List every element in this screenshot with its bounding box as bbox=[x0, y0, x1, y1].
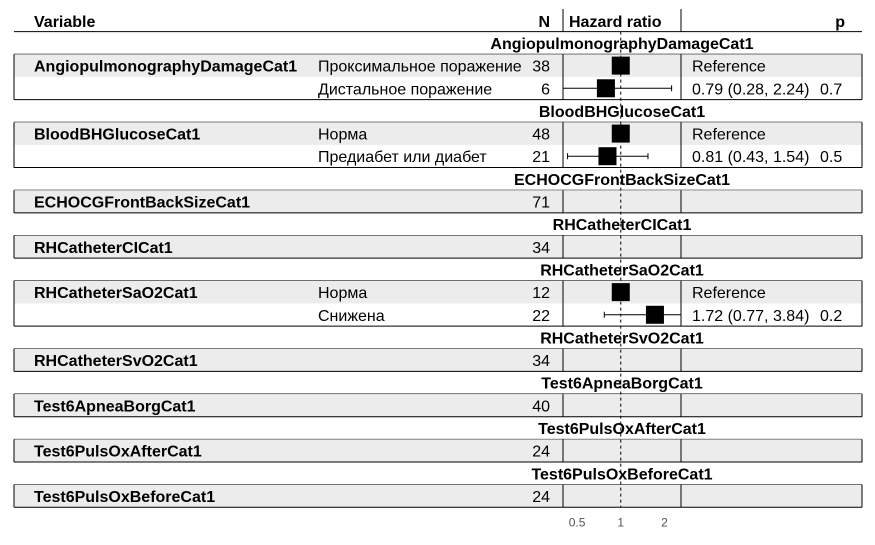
header-n: N bbox=[538, 14, 550, 31]
group-title: ECHOCGFrontBackSizeCat1 bbox=[514, 172, 730, 189]
estimate-square bbox=[596, 79, 615, 98]
group-title: Test6PulsOxBeforeCat1 bbox=[531, 466, 712, 483]
variable-name: Test6PulsOxBeforeCat1 bbox=[34, 489, 215, 506]
n-value: 40 bbox=[532, 398, 550, 415]
group-title: RHCatheterSaO2Cat1 bbox=[540, 262, 704, 279]
n-value: 34 bbox=[532, 353, 550, 370]
header-p: p bbox=[835, 14, 845, 31]
row-stripe bbox=[14, 394, 862, 417]
p-value: 0.5 bbox=[820, 149, 842, 166]
group-title: BloodBHGlucoseCat1 bbox=[539, 104, 705, 121]
n-value: 48 bbox=[532, 127, 550, 144]
group-title: AngiopulmonographyDamageCat1 bbox=[490, 36, 753, 53]
row-stripe bbox=[14, 190, 862, 213]
level-label: Норма bbox=[318, 127, 367, 144]
group-title: Test6PulsOxAfterCat1 bbox=[538, 421, 706, 438]
group-title: RHCatheterSvO2Cat1 bbox=[540, 330, 704, 347]
variable-name: RHCatheterCICat1 bbox=[34, 240, 173, 257]
x-tick-label: 2 bbox=[661, 515, 668, 529]
variable-name: BloodBHGlucoseCat1 bbox=[34, 127, 200, 144]
estimate-square bbox=[598, 147, 617, 166]
n-value: 22 bbox=[532, 308, 550, 325]
header-hazard-ratio: Hazard ratio bbox=[569, 14, 662, 31]
estimate-text: 1.72 (0.77, 3.84) bbox=[692, 308, 809, 325]
n-value: 71 bbox=[532, 195, 550, 212]
x-tick-label: 0.5 bbox=[569, 515, 586, 529]
variable-name: AngiopulmonographyDamageCat1 bbox=[34, 59, 297, 76]
level-label: Снижена bbox=[318, 308, 385, 325]
p-value: 0.2 bbox=[820, 308, 842, 325]
level-label: Проксимальное поражение bbox=[318, 59, 522, 76]
x-tick-label: 1 bbox=[617, 515, 624, 529]
n-value: 6 bbox=[541, 81, 550, 98]
variable-name: RHCatheterSaO2Cat1 bbox=[34, 285, 198, 302]
n-value: 38 bbox=[532, 59, 550, 76]
n-value: 24 bbox=[532, 489, 550, 506]
estimate-text: 0.81 (0.43, 1.54) bbox=[692, 149, 809, 166]
estimate-square bbox=[611, 56, 630, 75]
n-value: 12 bbox=[532, 285, 550, 302]
variable-name: Test6ApneaBorgCat1 bbox=[34, 398, 196, 415]
variable-name: Test6PulsOxAfterCat1 bbox=[34, 444, 202, 461]
n-value: 24 bbox=[532, 444, 550, 461]
row-stripe bbox=[14, 484, 862, 508]
group-title: RHCatheterCICat1 bbox=[553, 217, 692, 234]
row-stripe bbox=[14, 54, 862, 77]
row-stripe bbox=[14, 122, 862, 145]
row-stripe bbox=[14, 280, 862, 304]
level-label: Предиабет или диабет bbox=[318, 149, 487, 166]
row-stripe bbox=[14, 235, 862, 259]
group-title: Test6ApneaBorgCat1 bbox=[541, 376, 703, 393]
row-stripe bbox=[14, 348, 862, 372]
estimate-square bbox=[611, 283, 630, 302]
estimate-text: Reference bbox=[692, 127, 766, 144]
estimate-text: 0.79 (0.28, 2.24) bbox=[692, 81, 809, 98]
variable-name: RHCatheterSvO2Cat1 bbox=[34, 353, 198, 370]
estimate-text: Reference bbox=[692, 285, 766, 302]
level-label: Дистальное поражение bbox=[318, 81, 492, 98]
estimate-text: Reference bbox=[692, 59, 766, 76]
estimate-square bbox=[645, 305, 664, 324]
header-variable: Variable bbox=[34, 14, 95, 31]
n-value: 21 bbox=[532, 149, 550, 166]
variable-name: ECHOCGFrontBackSizeCat1 bbox=[34, 195, 250, 212]
p-value: 0.7 bbox=[820, 81, 842, 98]
row-stripe bbox=[14, 439, 862, 462]
level-label: Норма bbox=[318, 285, 367, 302]
estimate-square bbox=[611, 124, 630, 143]
n-value: 34 bbox=[532, 240, 550, 257]
